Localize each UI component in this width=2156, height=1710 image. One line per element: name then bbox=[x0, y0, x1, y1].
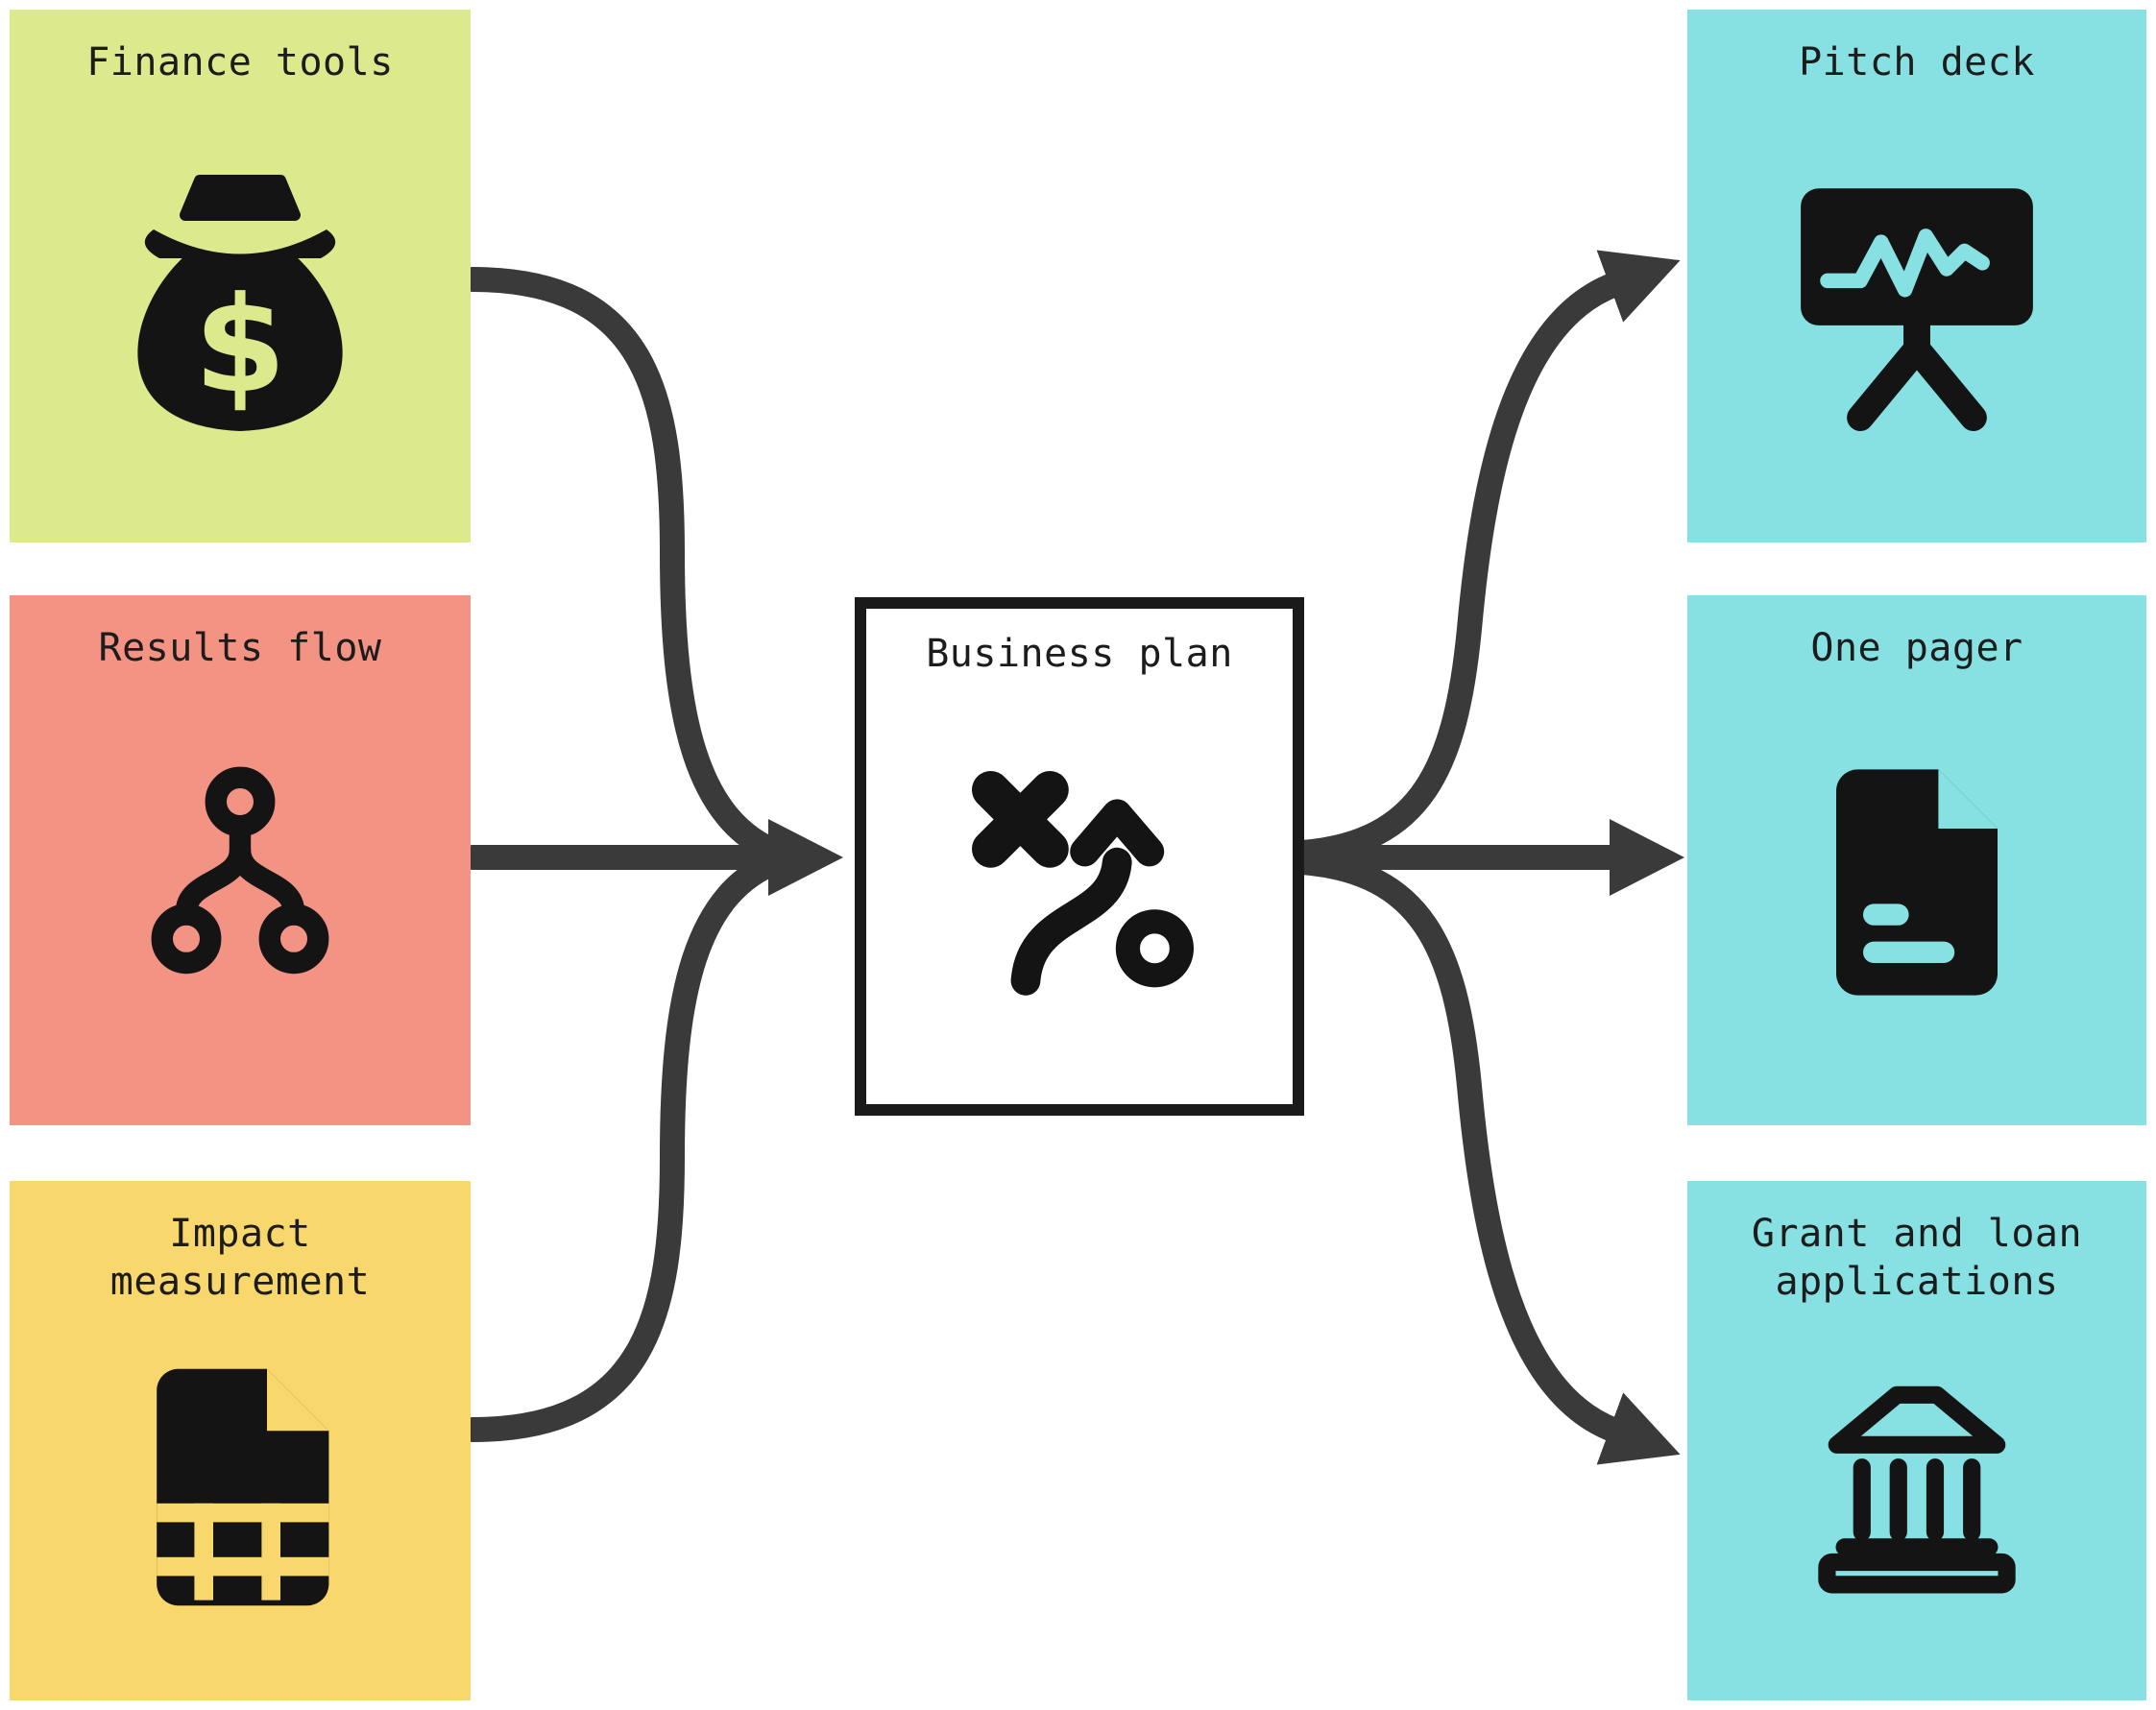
money-bag-icon: $ bbox=[137, 174, 343, 431]
output-node-one-pager: One pager bbox=[1687, 595, 2146, 1125]
output-node-grant-loan-applications: Grant and loan applications bbox=[1687, 1181, 2146, 1700]
arrow-impact-to-plan bbox=[460, 848, 792, 1442]
node-label: One pager bbox=[1810, 626, 2023, 670]
node-label: Grant and loan applications bbox=[1751, 1212, 2083, 1304]
input-node-finance-tools: Finance tools $ bbox=[10, 10, 471, 542]
arrow-finance-to-plan bbox=[460, 267, 792, 866]
svg-text:$: $ bbox=[194, 268, 286, 422]
input-node-impact-measurement: Impact measurement bbox=[10, 1181, 471, 1700]
one-pager-document-icon bbox=[1836, 769, 1998, 996]
center-node-business-plan: Business plan bbox=[855, 597, 1304, 1116]
presentation-chart-icon bbox=[1801, 187, 2033, 431]
strategy-icon bbox=[971, 771, 1194, 996]
node-label: Impact measurement bbox=[109, 1212, 371, 1304]
node-label: Finance tools bbox=[86, 40, 394, 84]
node-label: Pitch deck bbox=[1799, 40, 2035, 84]
arrow-plan-to-pitch-deck bbox=[1290, 250, 1681, 865]
input-node-results-flow: Results flow bbox=[10, 595, 471, 1125]
node-label: Business plan bbox=[926, 632, 1233, 676]
flow-tree-icon bbox=[151, 766, 329, 975]
node-label: Results flow bbox=[98, 626, 382, 670]
bank-icon bbox=[1818, 1385, 2016, 1593]
arrow-plan-to-grant bbox=[1290, 850, 1681, 1465]
output-node-pitch-deck: Pitch deck bbox=[1687, 10, 2146, 542]
impact-report-icon bbox=[157, 1368, 329, 1605]
